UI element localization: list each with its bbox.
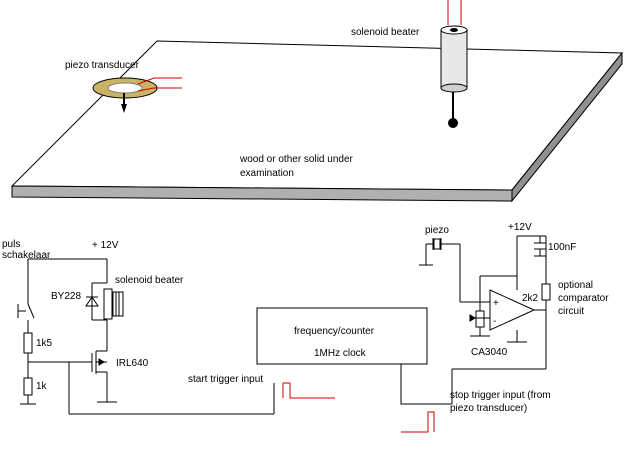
resistor-2k2-label: 2k2	[522, 293, 539, 304]
start-trigger-pulse	[282, 382, 335, 399]
piezo-transducer-icon	[92, 77, 182, 113]
optional-label-line3: circuit	[558, 306, 584, 317]
diode-label: BY228	[51, 291, 81, 302]
solenoid-coil-icon	[103, 288, 124, 320]
piezo-transducer-label: piezo transducer	[65, 60, 140, 71]
stop-trigger-pulse	[401, 411, 435, 433]
piezo-right-label: piezo	[425, 225, 449, 236]
resistor-1k5-label: 1k5	[36, 338, 53, 349]
puls-label-line1: puls	[2, 239, 20, 250]
opamp-plus-label: +	[493, 298, 499, 309]
optional-label-line2: comparator	[558, 293, 609, 304]
stop-trigger-label-line1: stop trigger input (from	[450, 390, 551, 401]
capacitor-icon	[534, 242, 546, 250]
optional-label-line1: optional	[558, 280, 593, 291]
mosfet-label: IRL640	[116, 358, 149, 369]
opamp-minus-label: -	[493, 316, 496, 327]
opamp-label: CA3040	[471, 347, 508, 358]
stop-trigger-label-line2: piezo transducer)	[450, 403, 527, 414]
start-trigger-label: start trigger input	[188, 374, 263, 385]
solenoid-beater-icon	[440, 0, 468, 128]
supply-right-label: +12V	[508, 222, 532, 233]
resistor-2k2-icon	[541, 283, 551, 301]
push-switch-icon	[17, 303, 35, 319]
driver-circuit	[20, 258, 275, 415]
counter-label-line2: 1MHz clock	[314, 348, 367, 359]
capacitor-label: 100nF	[548, 242, 576, 253]
stop-trigger-wire	[400, 364, 452, 405]
puls-label-line2: schakelaar	[2, 250, 51, 261]
supply-left-label: + 12V	[92, 240, 119, 251]
resistor-1k-icon	[23, 377, 33, 396]
mosfet-icon	[91, 350, 107, 374]
comparator-circuit	[419, 235, 547, 404]
counter-label-line1: frequency/counter	[294, 326, 375, 337]
opamp-icon	[489, 289, 536, 331]
potentiometer-icon	[469, 310, 487, 328]
solenoid-circuit-label: solenoid beater	[115, 275, 184, 286]
resistor-1k-label: 1k	[36, 381, 48, 392]
wood-label-line2: examination	[240, 168, 294, 179]
wood-label-line1: wood or other solid under	[239, 154, 354, 165]
frequency-counter-box	[256, 307, 428, 365]
piezo-element-icon	[432, 238, 442, 250]
board-right-face	[511, 51, 623, 203]
solenoid-beater-label: solenoid beater	[351, 27, 420, 38]
resistor-1k5-icon	[23, 332, 33, 354]
diode-icon	[85, 293, 99, 311]
